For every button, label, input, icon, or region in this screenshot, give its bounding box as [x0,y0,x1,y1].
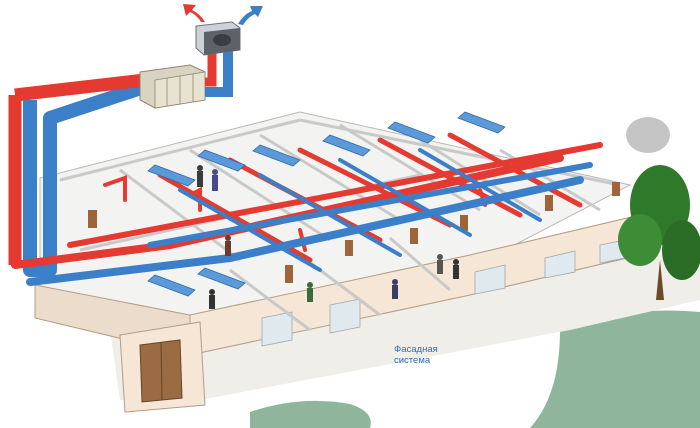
ground-shadow [110,250,700,400]
supply-duct-network [11,132,603,269]
return-duct-network [26,148,593,286]
interior-doors [88,182,620,283]
lawn-right [530,310,700,428]
supply-riser-duct [8,73,146,265]
lawn-front-left [250,400,371,428]
facade-windows [261,239,626,347]
facade-label-line1: Фасадная [394,344,438,355]
hot-air-exhaust-arrow-icon [183,4,205,22]
facade-system-label: Фасадная система [394,344,438,366]
rooftop-fan-unit-icon [195,21,241,56]
return-diffusers [147,111,506,297]
return-riser-duct [23,78,153,277]
occupants [197,165,459,309]
facade-label-line2: система [394,355,431,366]
return-duct-to-fan [205,48,233,97]
air-handling-unit-icon [139,64,206,109]
fresh-air-intake-arrow-icon [238,6,263,25]
supply-duct-to-fan [205,48,217,87]
tree-icon [618,117,700,300]
